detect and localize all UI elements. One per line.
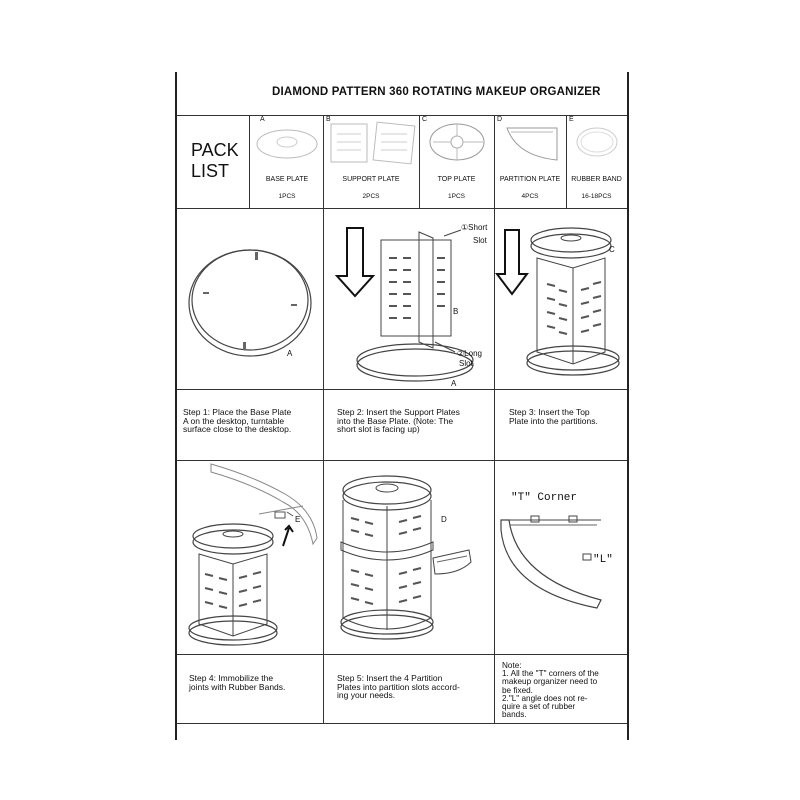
row-divider <box>177 115 627 116</box>
step2-label-a: A <box>451 379 457 388</box>
step3-top-plate-figure: C <box>495 227 620 376</box>
row-divider <box>177 389 627 390</box>
part-name-partition: PARTITION PLATE <box>499 176 561 183</box>
long-slot-label-1: ②Long <box>457 349 482 358</box>
row-divider <box>177 654 627 655</box>
step2-label-b: B <box>453 307 458 316</box>
instruction-sheet: DIAMOND PATTERN 360 ROTATING MAKEUP ORGA… <box>175 72 629 740</box>
part-qty-top: 1PCS <box>448 193 465 200</box>
partition-plate-thumbnail <box>506 127 558 161</box>
part-letter-d: D <box>497 116 503 123</box>
part-qty-support: 2PCS <box>362 193 380 200</box>
row-divider <box>177 208 627 209</box>
step1-text: Step 1: Place the Base Plate A on the de… <box>183 407 292 434</box>
part-name-support: SUPPORT PLATE <box>342 176 400 183</box>
step5-partition-plates-figure: D <box>340 475 472 640</box>
row-divider <box>177 460 627 461</box>
column-divider <box>249 115 250 208</box>
step1-label-a: A <box>287 349 293 358</box>
part-qty-rubber: 16-18PCS <box>581 193 612 200</box>
row-divider <box>177 723 627 724</box>
pack-list-heading: PACK LIST <box>191 140 239 182</box>
pack-list-line1: PACK <box>191 140 239 160</box>
short-slot-label-2: Slot <box>473 236 488 245</box>
part-letter-c: C <box>422 116 428 123</box>
rubber-band-thumbnail <box>576 127 618 157</box>
t-corner-label: "T" Corner <box>511 492 577 504</box>
step4-label-e: E <box>295 515 300 524</box>
part-name-base: BASE PLATE <box>265 176 309 183</box>
step2-support-plates-figure: ①Short Slot B ②Long Slot A <box>334 223 488 388</box>
long-slot-label-2: Slot <box>459 359 474 368</box>
step4-rubber-band-figure: E <box>188 463 318 646</box>
step4-text: Step 4: Immobilize the joints with Rubbe… <box>189 673 286 692</box>
step1-base-plate-figure: A <box>188 249 312 358</box>
pack-list-line2: LIST <box>191 161 230 181</box>
support-plate-thumbnail <box>330 121 416 165</box>
page-title: DIAMOND PATTERN 360 ROTATING MAKEUP ORGA… <box>272 86 601 98</box>
part-name-rubber: RUBBER BAND <box>571 176 622 183</box>
column-divider <box>419 115 420 208</box>
part-name-top: TOP PLATE <box>437 176 476 183</box>
step3-text: Step 3: Insert the Top Plate into the pa… <box>509 407 598 426</box>
part-letter-b: B <box>326 116 331 123</box>
column-divider <box>494 208 495 723</box>
top-plate-thumbnail <box>429 123 485 161</box>
step3-label-c: C <box>609 245 615 254</box>
step5-label-d: D <box>441 515 447 524</box>
note-text: Note: 1. All the "T" corners of the make… <box>502 661 599 720</box>
column-divider <box>566 115 567 208</box>
part-qty-partition: 4PCS <box>521 193 539 200</box>
base-plate-thumbnail <box>256 129 318 159</box>
short-slot-label-1: ①Short <box>461 223 488 232</box>
part-qty-base: 1PCS <box>278 193 296 200</box>
part-letter-a: A <box>260 116 265 123</box>
step2-text: Step 2: Insert the Support Plates into t… <box>337 407 460 434</box>
l-corner-label: "L" <box>593 554 613 566</box>
corner-types-figure: "T" Corner "L" <box>500 492 613 609</box>
part-letter-e: E <box>569 116 574 123</box>
column-divider <box>323 208 324 723</box>
step5-text: Step 5: Insert the 4 Partition Plates in… <box>337 673 460 700</box>
